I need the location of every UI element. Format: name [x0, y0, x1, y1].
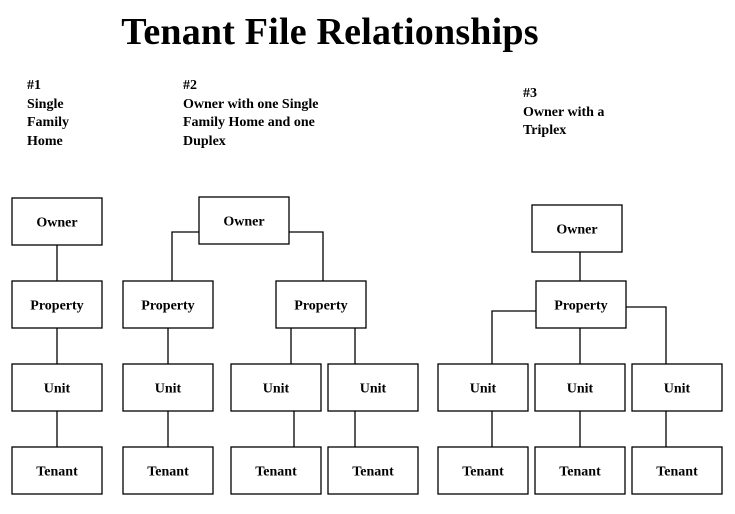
node-3-unit-3: Unit: [631, 363, 723, 412]
node-1-tenant-label: Tenant: [36, 465, 78, 480]
node-2-owner-label: Owner: [223, 215, 264, 230]
node-3-unit-2: Unit: [534, 363, 626, 412]
node-1-unit: Unit: [11, 363, 103, 412]
caption-1-line-2: Single: [27, 96, 64, 112]
node-2-unit-a-label: Unit: [155, 382, 182, 397]
caption-2-line-2: Owner with one Single: [183, 96, 319, 112]
node-2-unit-b2: Unit: [327, 363, 419, 412]
node-3-tenant-1: Tenant: [437, 446, 529, 495]
node-3-unit-2-label: Unit: [567, 382, 594, 397]
caption-1-line-4: Home: [27, 133, 63, 149]
caption-scenario-2: #2 Owner with one Single Family Home and…: [183, 77, 318, 151]
caption-3-line-2: Owner with a: [523, 104, 605, 120]
node-2-property-a-label: Property: [141, 299, 194, 314]
node-3-tenant-2: Tenant: [534, 446, 626, 495]
edge-3-property-unit-1: [491, 310, 536, 364]
node-1-property: Property: [11, 280, 103, 329]
node-1-unit-label: Unit: [44, 382, 71, 397]
node-2-property-b-label: Property: [294, 299, 347, 314]
caption-2-line-4: Duplex: [183, 133, 226, 149]
node-2-property-b: Property: [275, 280, 367, 329]
node-2-tenant-a: Tenant: [122, 446, 214, 495]
node-2-tenant-a-label: Tenant: [147, 465, 189, 480]
node-3-unit-1: Unit: [437, 363, 529, 412]
node-3-property-label: Property: [554, 299, 607, 314]
node-3-tenant-2-label: Tenant: [559, 465, 601, 480]
node-2-property-a: Property: [122, 280, 214, 329]
node-2-unit-b1: Unit: [230, 363, 322, 412]
caption-3-line-3: Triplex: [523, 123, 567, 138]
node-3-owner-label: Owner: [556, 223, 597, 238]
node-2-unit-a: Unit: [122, 363, 214, 412]
node-3-owner: Owner: [531, 204, 623, 253]
node-3-unit-3-label: Unit: [664, 382, 691, 397]
node-3-tenant-1-label: Tenant: [462, 465, 504, 480]
node-2-unit-b1-label: Unit: [263, 382, 290, 397]
node-1-property-label: Property: [30, 299, 83, 314]
edge-2-owner-property-b: [289, 231, 324, 281]
diagram-nodes: Owner Property Unit Tenant Owner Propert…: [11, 196, 723, 495]
connector-lines: [56, 231, 667, 447]
diagram-title: Tenant File Relationships: [121, 11, 539, 53]
caption-2-line-3: Family Home and one: [183, 115, 315, 130]
node-2-tenant-b1-label: Tenant: [255, 465, 297, 480]
caption-scenario-1: #1 Single Family Home: [27, 77, 69, 151]
node-2-tenant-b1: Tenant: [230, 446, 322, 495]
caption-scenario-3: #3 Owner with a Triplex: [523, 85, 604, 141]
node-1-tenant: Tenant: [11, 446, 103, 495]
node-2-tenant-b2: Tenant: [327, 446, 419, 495]
node-1-owner-label: Owner: [36, 216, 77, 231]
caption-2-line-1: #2: [183, 78, 197, 93]
node-3-property: Property: [535, 280, 627, 329]
node-3-tenant-3-label: Tenant: [656, 465, 698, 480]
node-3-tenant-3: Tenant: [631, 446, 723, 495]
edge-2-owner-property-a: [171, 231, 199, 281]
caption-1-line-1: #1: [27, 78, 41, 93]
node-2-unit-b2-label: Unit: [360, 382, 387, 397]
node-2-tenant-b2-label: Tenant: [352, 465, 394, 480]
caption-3-line-1: #3: [523, 86, 537, 101]
node-2-owner: Owner: [198, 196, 290, 245]
node-1-owner: Owner: [11, 197, 103, 246]
node-3-unit-1-label: Unit: [470, 382, 497, 397]
edge-3-property-unit-3: [626, 306, 667, 364]
caption-1-line-3: Family: [27, 115, 69, 130]
